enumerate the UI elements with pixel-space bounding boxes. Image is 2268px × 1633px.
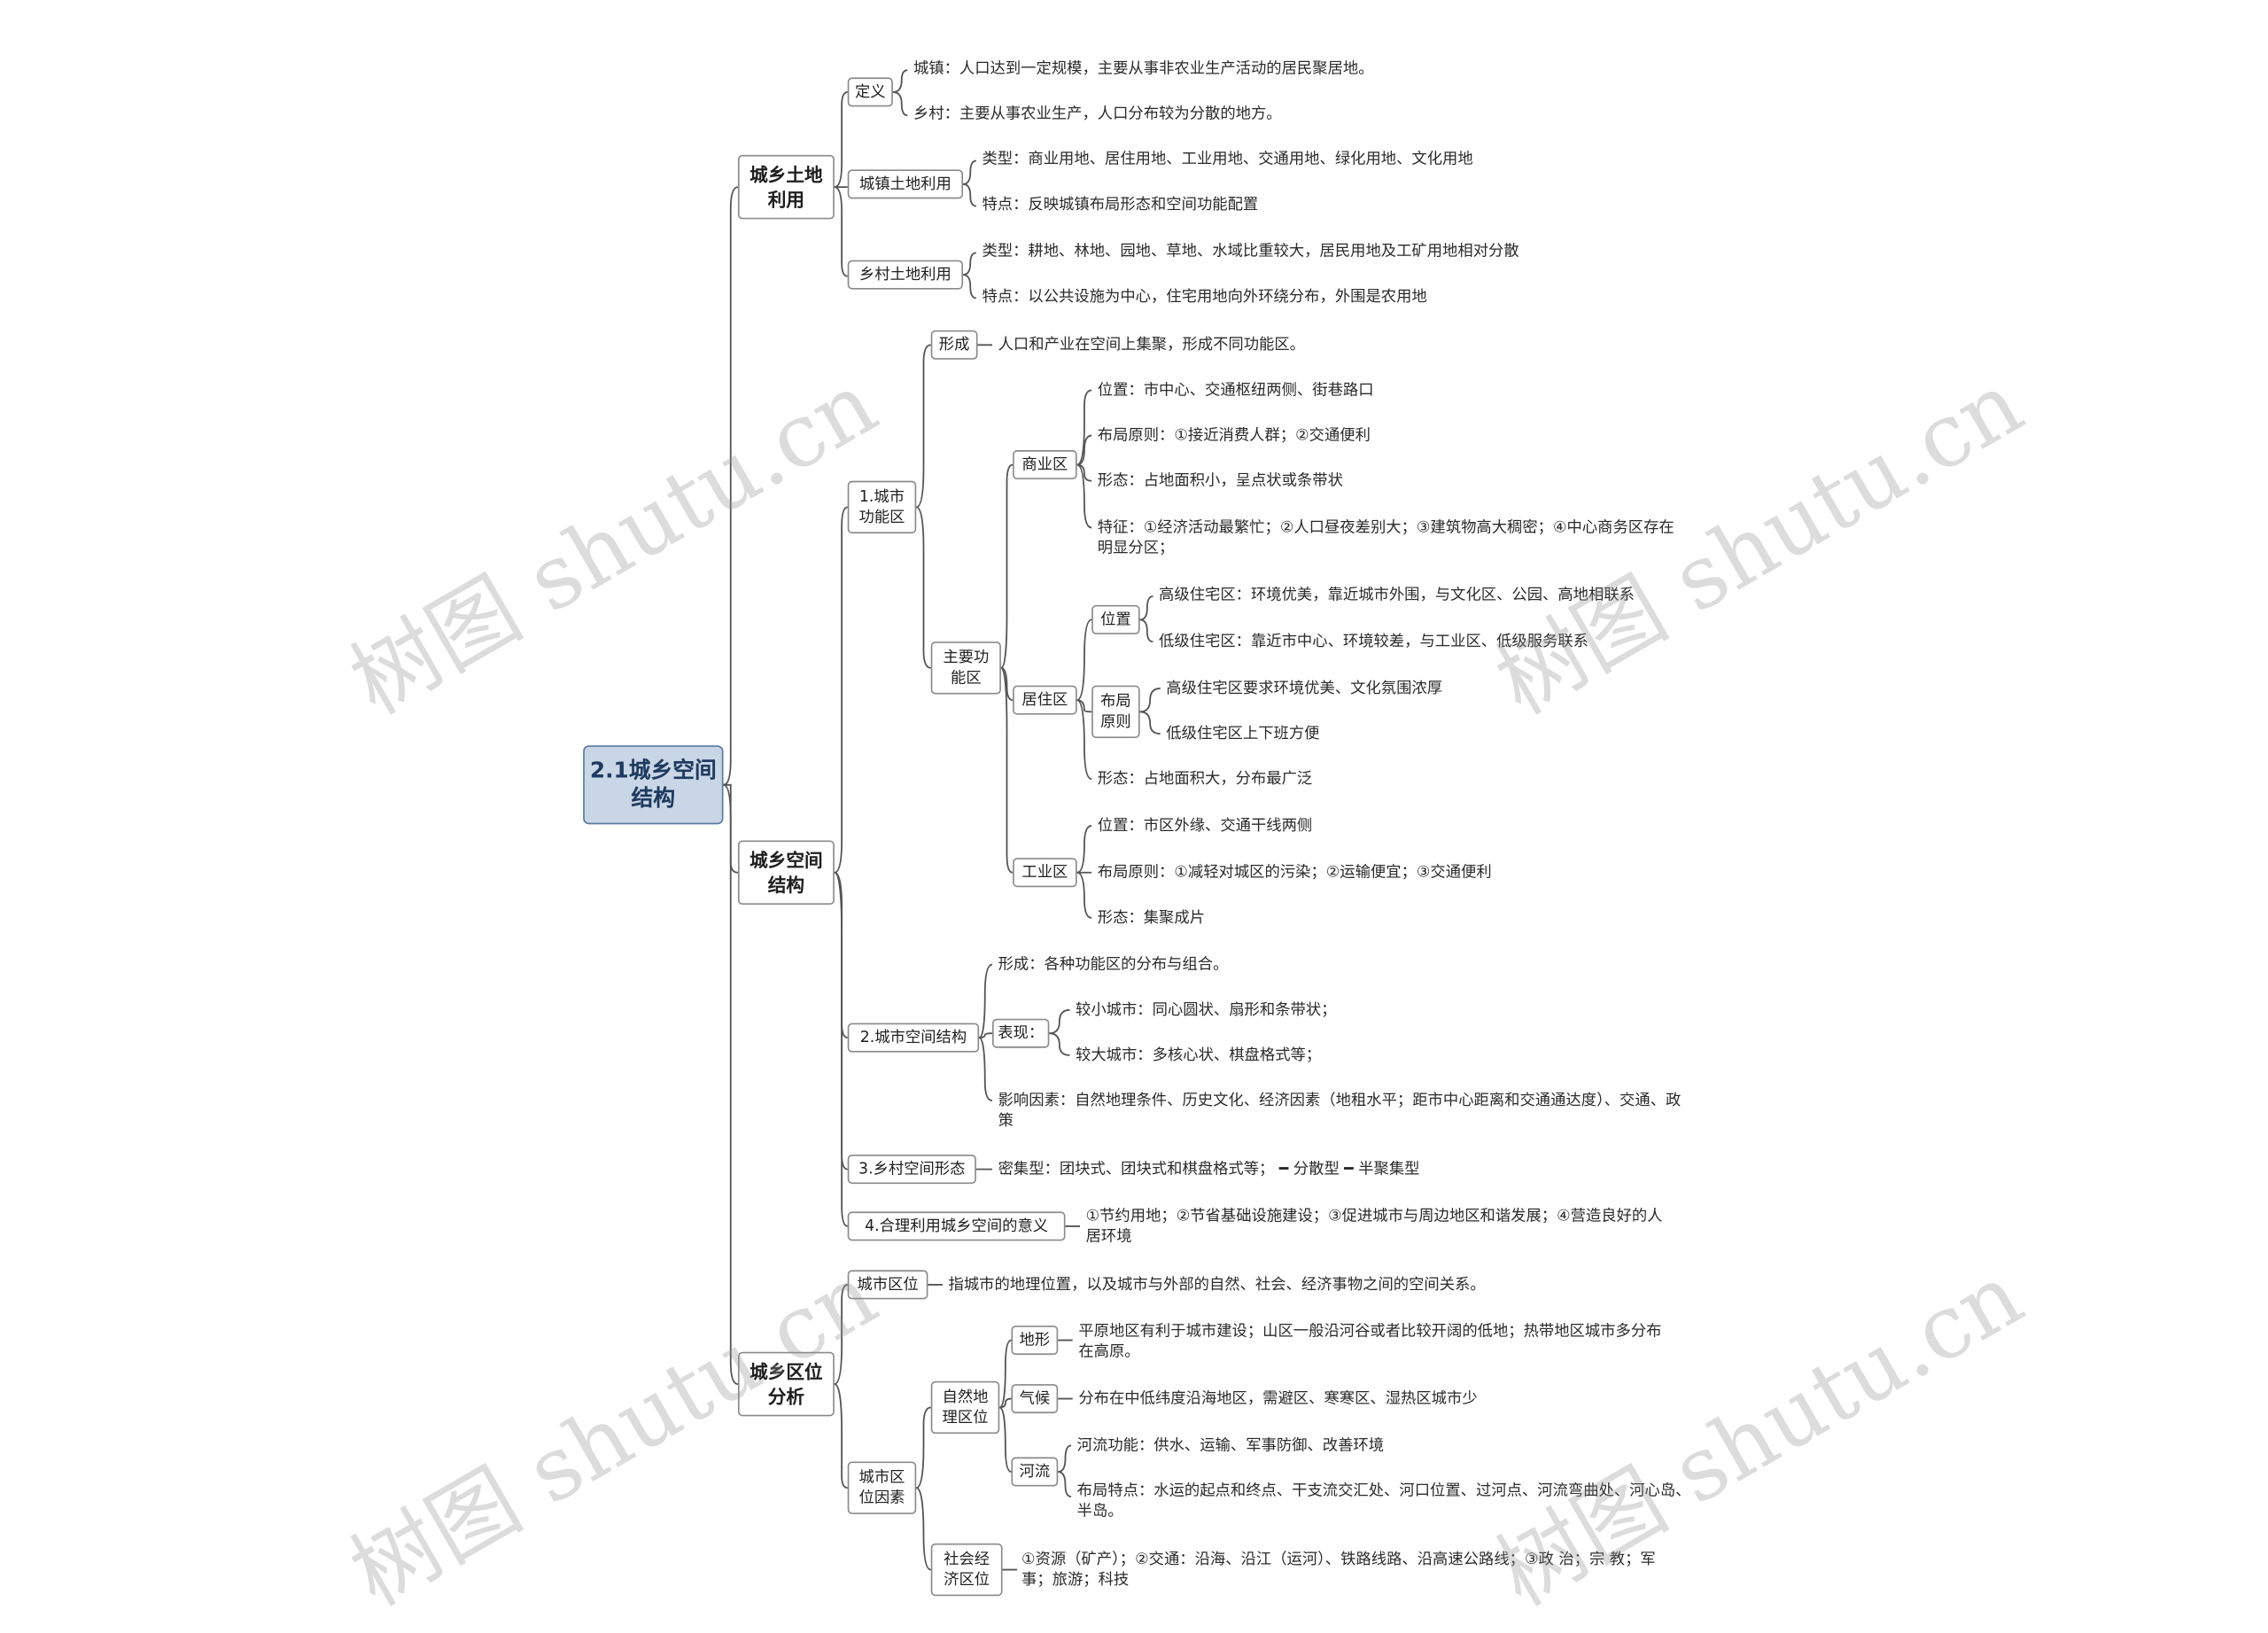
node-industrial-zone[interactable]: 工业区 <box>1013 858 1077 888</box>
leaf-urban-land-features: 特点：反映城镇布局形态和空间功能配置 <box>982 196 1259 214</box>
branch-spatial-structure[interactable]: 城乡空间结构 <box>737 840 835 906</box>
leaf-commercial-form: 形态：占地面积小，呈点状或条带状 <box>1097 471 1343 490</box>
leaf-industrial-form: 形态：集聚成片 <box>1097 908 1206 927</box>
leaf-structure-formation: 形成：各种功能区的分布与组合。 <box>998 955 1229 974</box>
leaf-industrial-principle: 布局原则：①减轻对城区的污染；②运输便宜；③交通便利 <box>1097 863 1492 882</box>
node-residential-principle[interactable]: 布局原则 <box>1091 685 1140 738</box>
node-climate[interactable]: 气候 <box>1011 1384 1059 1414</box>
node-rural-spatial-form[interactable]: 3.乡村空间形态 <box>847 1155 976 1185</box>
node-manifestation[interactable]: 表现： <box>992 1018 1050 1048</box>
root-node[interactable]: 2.1城乡空间结构 <box>583 745 724 825</box>
leaf-river-function: 河流功能：供水、运输、军事防御、改善环境 <box>1076 1436 1385 1455</box>
node-urban-land-use[interactable]: 城镇土地利用 <box>847 169 964 199</box>
leaf-village-definition: 乡村：主要从事农业生产，人口分布较为分散的地方。 <box>913 105 1282 123</box>
leaf-residential-form: 形态：占地面积大，分布最广泛 <box>1097 770 1313 789</box>
node-socioeconomic-location[interactable]: 社会经济区位 <box>930 1543 1003 1597</box>
leaf-rural-form-types: 密集型：团块式、团块式和棋盘格式等； ━ 分散型 ━ 半聚集型 <box>998 1160 1420 1178</box>
leaf-terrain-detail: 平原地区有利于城市建设；山区一般沿河谷或者比较开阔的低地；热带地区城市多分布在高… <box>1078 1322 1662 1361</box>
leaf-rural-land-types: 类型：耕地、林地、园地、草地、水域比重较大，居民用地及工矿用地相对分散 <box>982 242 1519 261</box>
node-formation[interactable]: 形成 <box>930 330 978 360</box>
leaf-river-layout: 布局特点：水运的起点和终点、干支流交汇处、河口位置、过河点、河流弯曲处、河心岛、… <box>1076 1481 1691 1520</box>
node-rational-use-significance[interactable]: 4.合理利用城乡空间的意义 <box>847 1211 1066 1241</box>
leaf-urban-land-types: 类型：商业用地、居住用地、工业用地、交通用地、绿化用地、文化用地 <box>982 150 1473 168</box>
leaf-large-city: 较大城市：多核心状、棋盘格式等； <box>1076 1046 1322 1064</box>
leaf-commercial-features: 特征：①经济活动最繁忙；②人口昼夜差别大；③建筑物高大稠密；④中心商务区存在明显… <box>1097 518 1674 557</box>
branch-land-use[interactable]: 城乡土地利用 <box>737 154 835 220</box>
leaf-high-end-housing: 高级住宅区：环境优美，靠近城市外围，与文化区、公园、高地相联系 <box>1159 586 1635 604</box>
node-functional-zones[interactable]: 1.城市功能区 <box>847 480 917 534</box>
leaf-climate-detail: 分布在中低纬度沿海地区，需避区、寒寒区、湿热区城市少 <box>1078 1389 1478 1408</box>
leaf-small-city: 较小城市：同心圆状、扇形和条带状； <box>1076 1000 1337 1019</box>
node-residential-zone[interactable]: 居住区 <box>1013 685 1077 715</box>
node-natural-location[interactable]: 自然地理区位 <box>930 1380 1000 1435</box>
leaf-formation-detail: 人口和产业在空间上集聚，形成不同功能区。 <box>998 336 1306 354</box>
leaf-urban-location-detail: 指城市的地理位置，以及城市与外部的自然、社会、经济事物之间的空间关系。 <box>948 1276 1486 1294</box>
leaf-significance-detail: ①节约用地；②节省基础设施建设；③促进城市与周边地区和谐发展；④营造良好的人居环… <box>1085 1207 1663 1246</box>
leaf-influencing-factors: 影响因素：自然地理条件、历史文化、经济因素（地租水平；距市中心距离和交通通达度）… <box>998 1092 1682 1131</box>
leaf-low-end-principle: 低级住宅区上下班方便 <box>1166 725 1320 743</box>
node-terrain[interactable]: 地形 <box>1011 1326 1059 1356</box>
leaf-town-definition: 城镇：人口达到一定规模，主要从事非农业生产活动的居民聚居地。 <box>913 59 1374 78</box>
leaf-high-end-principle: 高级住宅区要求环境优美、文化氛围浓厚 <box>1166 680 1443 697</box>
leaf-commercial-location: 位置：市中心、交通枢纽两侧、街巷路口 <box>1097 381 1374 400</box>
node-definition[interactable]: 定义 <box>847 77 893 107</box>
node-river[interactable]: 河流 <box>1011 1457 1059 1487</box>
node-location-factors[interactable]: 城市区位因素 <box>847 1461 917 1514</box>
node-urban-location[interactable]: 城市区位 <box>847 1270 928 1300</box>
node-urban-spatial-structure[interactable]: 2.城市空间结构 <box>847 1023 980 1053</box>
leaf-commercial-principle: 布局原则：①接近消费人群；②交通便利 <box>1097 426 1371 445</box>
node-rural-land-use[interactable]: 乡村土地利用 <box>847 260 964 290</box>
node-commercial-zone[interactable]: 商业区 <box>1013 450 1077 480</box>
node-residential-location[interactable]: 位置 <box>1091 604 1140 634</box>
branch-location-analysis[interactable]: 城乡区位分析 <box>737 1351 835 1417</box>
leaf-industrial-location: 位置：市区外缘、交通干线两侧 <box>1097 817 1313 835</box>
leaf-socioeconomic-detail: ①资源（矿产）；②交通：沿海、沿江（运河）、铁路线路、沿高速公路线；③政 治；宗… <box>1021 1551 1656 1590</box>
node-main-zones[interactable]: 主要功能区 <box>930 642 1001 695</box>
leaf-low-end-housing: 低级住宅区：靠近市中心、环境较差，与工业区、低级服务联系 <box>1159 633 1589 651</box>
leaf-rural-land-features: 特点：以公共设施为中心，住宅用地向外环绕分布，外围是农用地 <box>982 287 1427 306</box>
